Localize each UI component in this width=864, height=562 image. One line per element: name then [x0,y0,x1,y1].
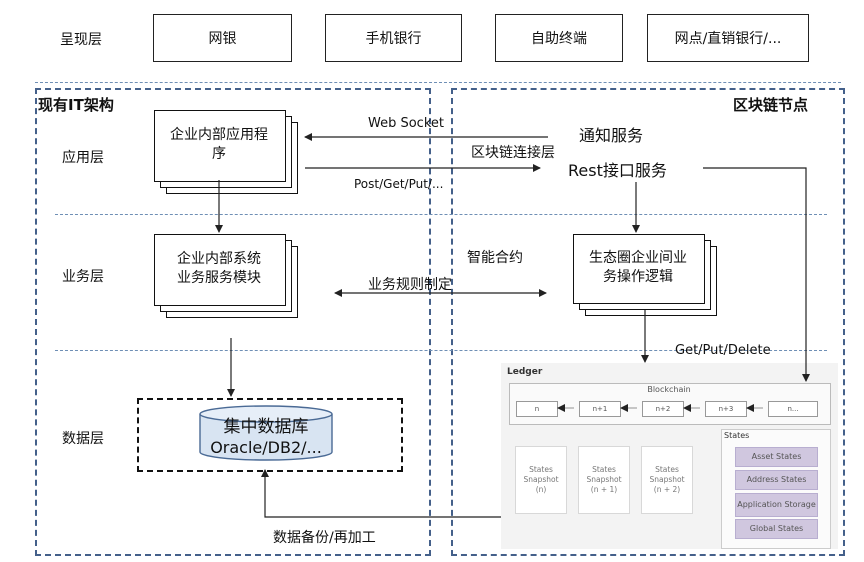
block-label: n+1 [592,405,608,413]
application-layer-label: 应用层 [62,150,104,166]
presentation-divider [35,82,841,83]
snapshot-line: (n + 1) [590,485,618,494]
state-label: Global States [749,524,804,533]
states-title: States [724,431,750,440]
presentation-item-mobile-banking[interactable]: 手机银行 [325,14,462,62]
snapshot-line: Snapshot [586,475,622,484]
application-business-divider [55,214,827,215]
ecosystem-text: 生态圈企业间业 务操作逻辑 [573,234,703,302]
internal-biz-text: 企业内部系统 业务服务模块 [154,234,284,304]
central-db-subtitle: Oracle/DB2/... [210,438,322,457]
presentation-layer-label: 呈现层 [60,32,102,48]
http-methods-label: Post/Get/Put/... [354,177,444,191]
block-label: n... [787,405,799,413]
asset-states-chip[interactable]: Asset States [735,447,818,467]
presentation-item-label: 网点/直销银行/... [674,31,782,47]
notify-service-label: 通知服务 [579,126,644,145]
block-label: n+2 [655,405,671,413]
snapshot-line: (n + 2) [653,485,681,494]
global-states-chip[interactable]: Global States [735,519,818,539]
connect-layer-label: 区块链连接层 [471,145,555,161]
snapshot-line: States [592,465,616,474]
ecosystem-box[interactable] [573,234,705,304]
presentation-item-self-service[interactable]: 自助终端 [495,14,623,62]
ecosystem-line1: 生态圈企业间业 [589,250,687,266]
internal-biz-box[interactable] [154,234,286,306]
snapshot-line: (n) [535,485,547,494]
presentation-item-branches[interactable]: 网点/直销银行/... [647,14,809,62]
presentation-item-online-banking[interactable]: 网银 [153,14,292,62]
states-snapshot-n1: States Snapshot (n + 1) [578,446,630,514]
central-db-title: 集中数据库 [223,417,309,437]
internal-app-line2: 序 [212,146,226,162]
data-layer-label: 数据层 [62,431,104,447]
internal-app-box[interactable] [154,110,286,182]
blockchain-node-region [451,88,845,556]
rest-service-label: Rest接口服务 [568,161,667,180]
snapshot-line: States [529,465,553,474]
block-n[interactable]: n [516,401,558,417]
existing-it-title: 现有IT架构 [38,96,114,114]
internal-biz-line2: 业务服务模块 [177,270,261,286]
block-n-plus-1[interactable]: n+1 [579,401,621,417]
internal-app-text: 企业内部应用程 序 [154,110,284,180]
states-snapshot-n2: States Snapshot (n + 2) [641,446,693,514]
smart-contract-label: 智能合约 [467,250,523,266]
blockchain-title: Blockchain [647,385,691,394]
application-storage-chip[interactable]: Application Storage [735,493,818,517]
ecosystem-line2: 务操作逻辑 [603,269,673,285]
presentation-item-label: 手机银行 [365,31,422,47]
internal-biz-line1: 企业内部系统 [177,251,261,267]
snapshot-line: States [655,465,679,474]
internal-app-line1: 企业内部应用程 [170,127,268,143]
block-label: n [534,405,540,413]
state-label: Address States [746,475,807,484]
states-snapshot-n: States Snapshot (n) [515,446,567,514]
block-n-more[interactable]: n... [768,401,818,417]
address-states-chip[interactable]: Address States [735,470,818,490]
snapshot-line: Snapshot [649,475,685,484]
presentation-item-label: 网银 [208,31,237,47]
business-rules-label: 业务规则制定 [368,277,452,293]
block-n-plus-2[interactable]: n+2 [642,401,684,417]
database-cylinder-icon [199,405,333,461]
get-put-delete-label: Get/Put/Delete [675,343,771,358]
presentation-item-label: 自助终端 [531,31,587,47]
state-label: Application Storage [737,500,816,509]
business-layer-label: 业务层 [62,269,104,285]
existing-it-region [35,88,431,556]
blockchain-node-title: 区块链节点 [733,96,809,114]
websocket-label: Web Socket [368,116,444,131]
block-label: n+3 [718,405,734,413]
block-n-plus-3[interactable]: n+3 [705,401,747,417]
state-label: Asset States [751,452,802,461]
snapshot-line: Snapshot [523,475,559,484]
data-backup-label: 数据备份/再加工 [273,530,376,546]
business-data-divider [55,350,827,351]
ledger-title: Ledger [507,367,543,377]
